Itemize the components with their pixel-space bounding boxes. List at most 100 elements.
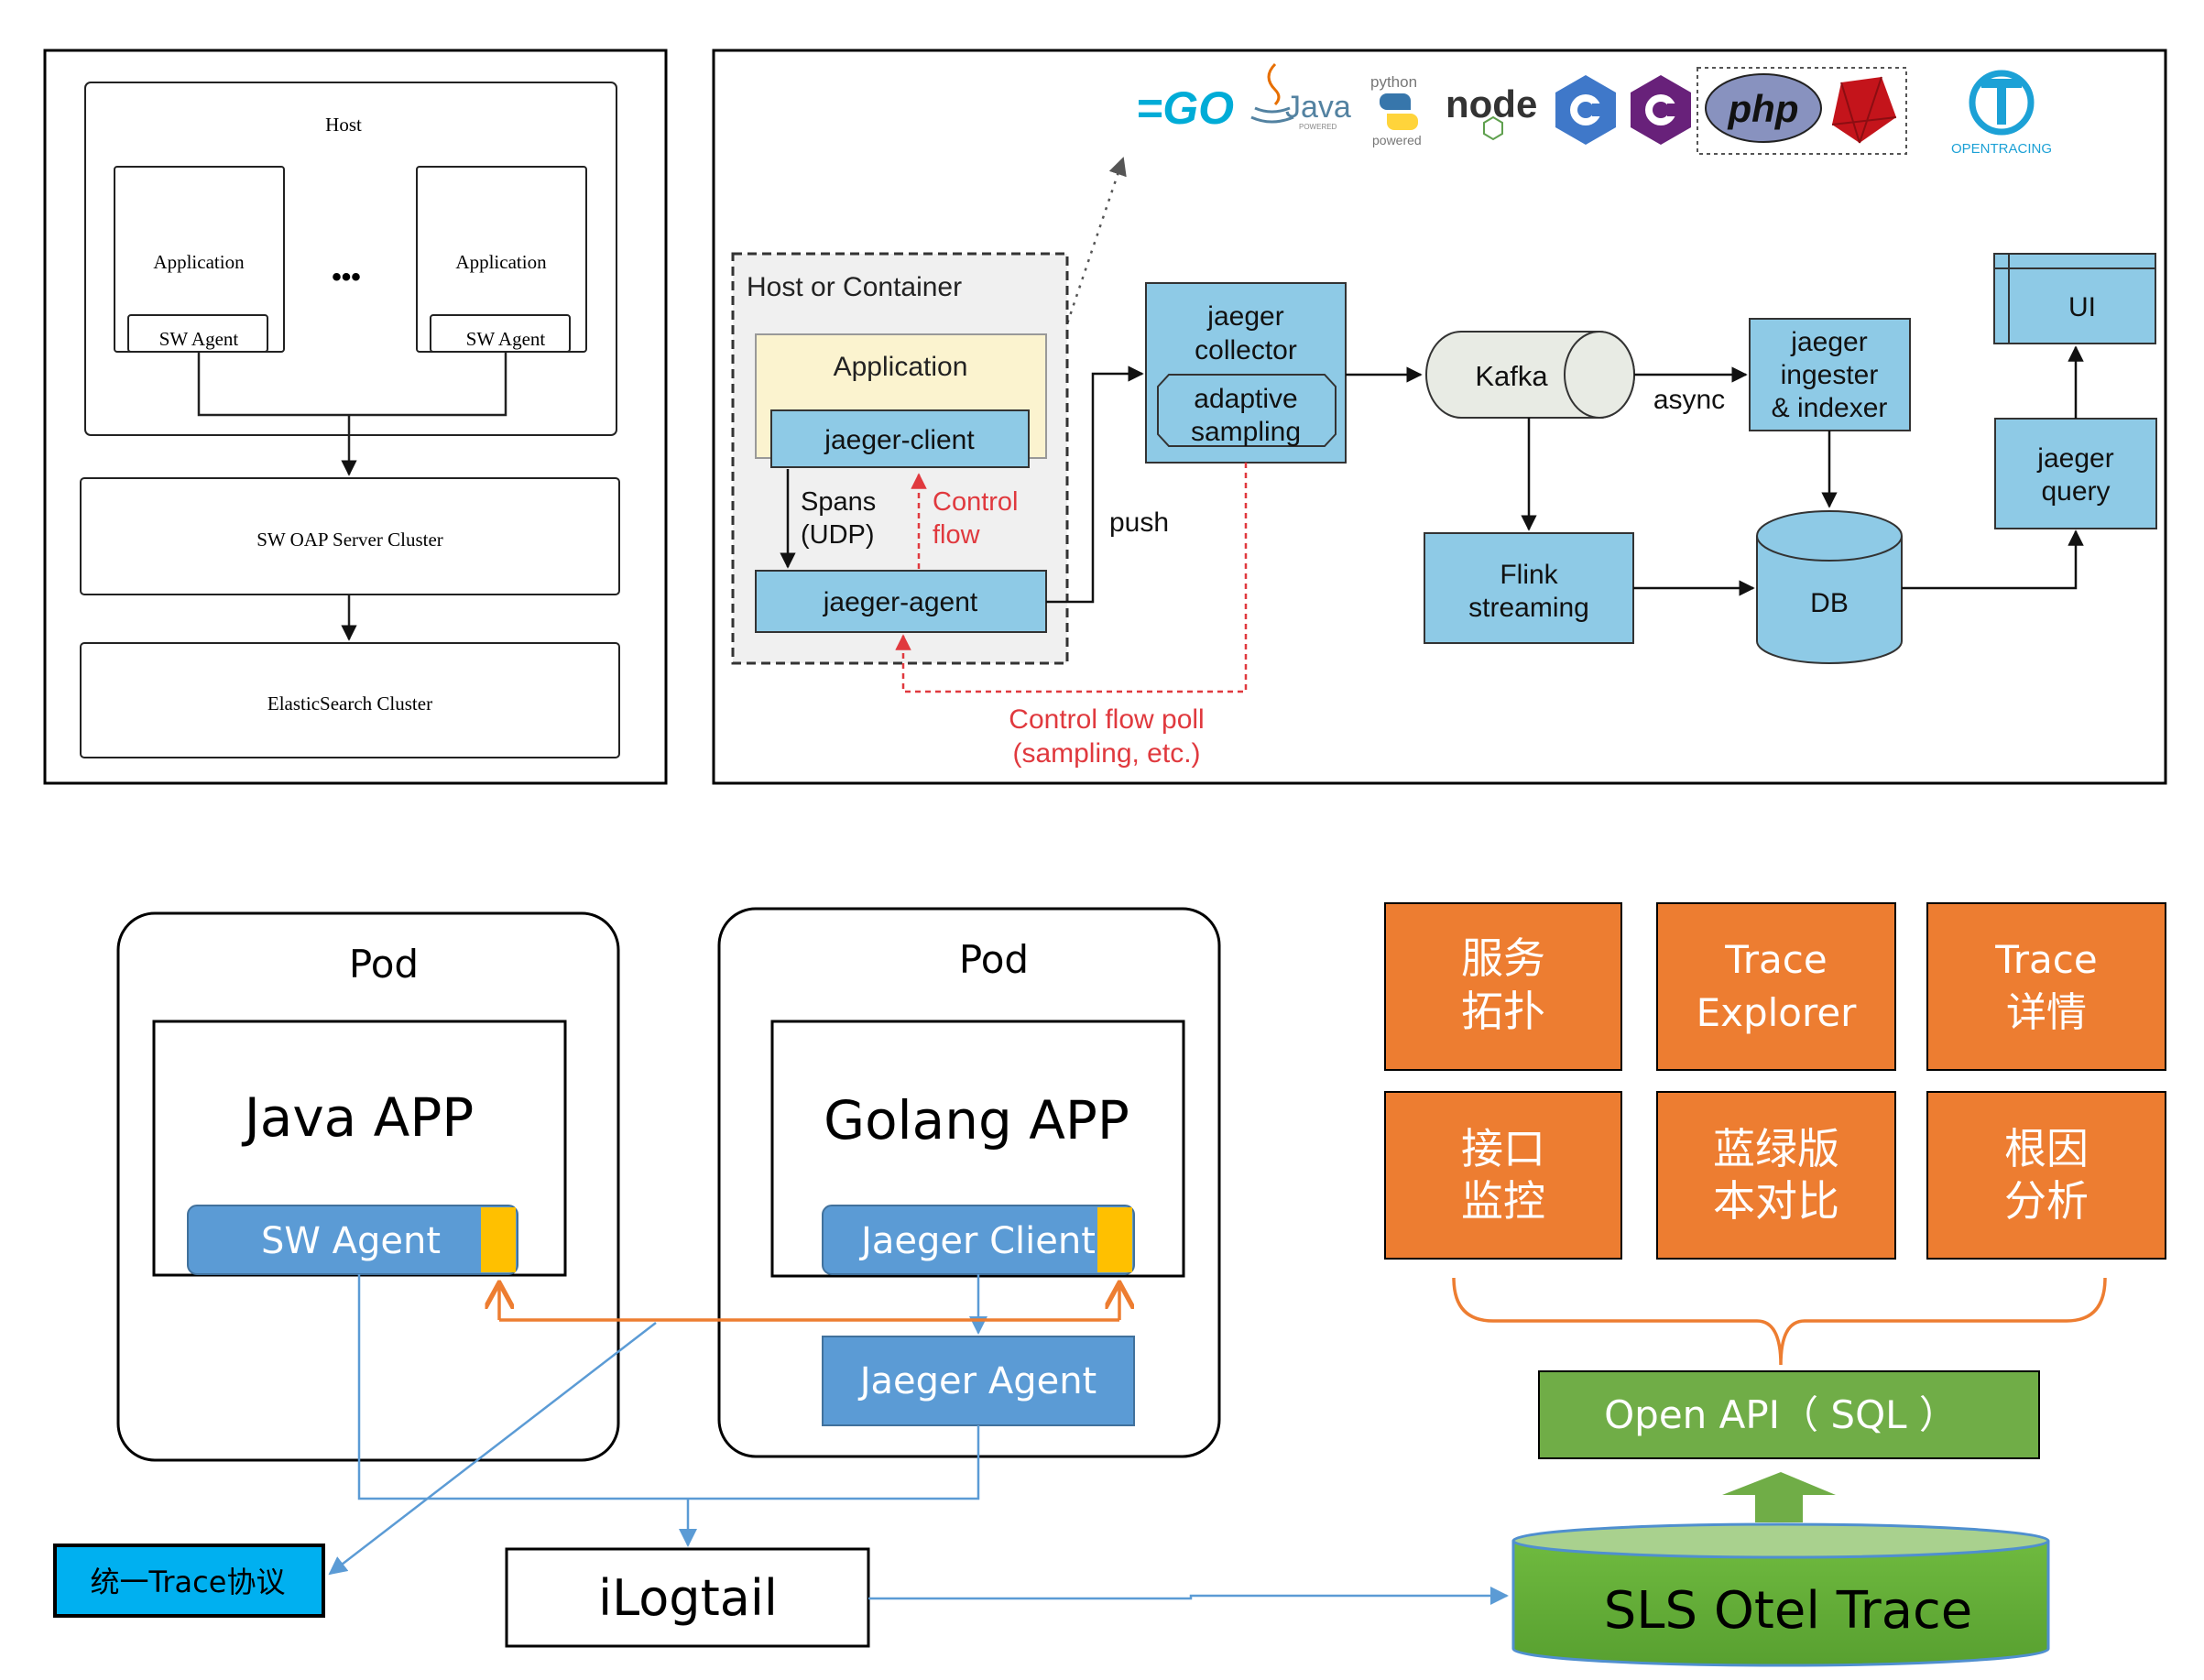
async-label: async <box>1653 385 1725 415</box>
sw-agent-right-box <box>430 314 571 353</box>
feature-tile-trace-detail[interactable] <box>1926 902 2166 1071</box>
python-logo-icon: python powered <box>1370 73 1422 147</box>
db-label: DB <box>1810 588 1849 618</box>
open-api-label: Open API（ SQL ） <box>1604 1392 1958 1437</box>
sls-cylinder-top <box>1511 1522 2050 1559</box>
feature-tile-service-topology[interactable] <box>1384 902 1622 1071</box>
java-app-label: Java APP <box>242 1086 475 1149</box>
sampling-label-line1: adaptive <box>1194 384 1297 414</box>
feature-trace-explorer-line1: Trace <box>1724 937 1827 982</box>
jaeger-ingester-box <box>1749 318 1911 431</box>
kafka-queue-end <box>1564 331 1635 419</box>
feature-tile-trace-explorer[interactable] <box>1656 902 1896 1071</box>
jaeger-client-label-bottom: Jaeger Client <box>858 1220 1096 1262</box>
db-to-query-arrow <box>1902 529 2084 590</box>
jaeger-query-box <box>1994 418 2157 529</box>
push-arrow <box>1046 365 1144 604</box>
svg-text:Java: Java <box>1285 90 1351 125</box>
application-left-label: Application <box>153 251 245 273</box>
feature-service-topology-line2: 拓扑 <box>1461 987 1545 1036</box>
sls-to-api-arrow <box>1722 1472 1836 1522</box>
php-logo-icon: php <box>1705 73 1822 143</box>
agents-join-line <box>197 352 507 417</box>
ilogtail-label: iLogtail <box>598 1569 778 1627</box>
svg-text:python: python <box>1370 73 1417 91</box>
control-flow-label-line1: Control <box>933 487 1019 517</box>
control-flow-poll-arrow <box>895 463 1248 693</box>
feature-service-topology-line1: 服务 <box>1461 933 1545 983</box>
feature-tile-blue-green-compare[interactable] <box>1656 1091 1896 1260</box>
unified-trace-protocol-box <box>53 1544 325 1618</box>
sw-agent-left-label: SW Agent <box>159 328 239 350</box>
ingester-label-line1: jaeger <box>1790 327 1867 357</box>
ingester-label-line2: ingester <box>1781 360 1879 390</box>
kafka-label: Kafka <box>1475 360 1548 392</box>
control-flow-poll-line2: (sampling, etc.) <box>1012 738 1200 769</box>
sw-agent-yellow-tab <box>481 1207 516 1272</box>
jaeger-agent-label: jaeger-agent <box>823 587 978 617</box>
collector-label-line2: collector <box>1195 335 1297 365</box>
flink-streaming-box <box>1424 532 1634 644</box>
feature-trace-detail-line1: Trace <box>1994 937 2097 982</box>
language-logos: =GO Java POWERED python powered node <box>1136 62 2052 157</box>
application-label: Application <box>834 352 968 382</box>
architecture-panel: Pod Pod Java APP SW Agent Golang APP Jae… <box>53 902 2166 1667</box>
skywalking-panel: Host Application SW Agent ••• Applicatio… <box>43 49 668 785</box>
feature-api-monitoring-line2: 监控 <box>1461 1176 1545 1226</box>
jaeger-agent-box <box>755 570 1047 633</box>
host-label: Host <box>325 114 362 136</box>
ui-label: UI <box>2068 292 2096 322</box>
host-or-container-label: Host or Container <box>747 272 962 302</box>
java-logo-icon: Java POWERED <box>1250 62 1351 131</box>
jaeger-client-yellow-tab <box>1097 1207 1132 1272</box>
push-label: push <box>1109 507 1169 538</box>
open-api-box <box>1538 1370 2040 1459</box>
csharp-logo-icon <box>1555 75 1616 145</box>
spans-label-line2: (UDP) <box>801 520 875 550</box>
arrow-to-unified-protocol <box>328 1322 657 1576</box>
query-label-line2: query <box>2041 476 2110 507</box>
ingester-label-line3: & indexer <box>1772 393 1888 423</box>
svg-text:php: php <box>1728 87 1799 130</box>
feature-tile-api-monitoring[interactable] <box>1384 1091 1622 1260</box>
agents-to-ilogtail-line <box>357 1274 980 1500</box>
application-right-label: Application <box>455 251 547 273</box>
features-brace <box>1452 1277 2107 1366</box>
go-logo-icon: =GO <box>1136 82 1234 134</box>
sw-agent-box <box>187 1205 518 1275</box>
jaeger-client-label: jaeger-client <box>824 425 975 455</box>
feature-trace-detail-line2: 详情 <box>2006 989 2087 1036</box>
jaeger-panel: =GO Java POWERED python powered node <box>712 49 2167 785</box>
nodejs-logo-icon: node <box>1446 82 1537 141</box>
golang-app-label: Golang APP <box>824 1089 1129 1151</box>
sampling-label-line2: sampling <box>1191 417 1301 447</box>
cplusplus-logo-icon <box>1631 75 1691 145</box>
sls-otel-trace-cylinder <box>1511 1541 2050 1667</box>
sls-otel-trace-label: SLS Otel Trace <box>1604 1581 1973 1641</box>
flink-label-line1: Flink <box>1500 560 1558 590</box>
sw-agent-right-label: SW Agent <box>466 328 546 350</box>
pod-right-label: Pod <box>959 937 1029 982</box>
control-flow-label-line2: flow <box>933 520 981 550</box>
jaeger-client-box <box>770 409 1030 468</box>
unified-trace-protocol-label: 统一Trace协议 <box>91 1565 286 1599</box>
oap-cluster-label: SW OAP Server Cluster <box>256 529 443 551</box>
ilogtail-to-sls-arrow <box>868 1587 1509 1605</box>
ruby-logo-icon <box>1831 76 1897 144</box>
svg-text:powered: powered <box>1372 133 1422 147</box>
ellipsis-text: ••• <box>332 262 361 292</box>
spans-label-line1: Spans <box>801 487 876 517</box>
pod-left-label: Pod <box>349 942 419 987</box>
db-cylinder <box>1756 536 1903 664</box>
control-flow-poll-line1: Control flow poll <box>1009 704 1204 735</box>
flink-label-line2: streaming <box>1468 593 1589 623</box>
feature-root-cause-line2: 分析 <box>2004 1176 2089 1226</box>
query-label-line1: jaeger <box>2036 443 2113 474</box>
feature-trace-explorer-line2: Explorer <box>1697 990 1858 1035</box>
opentracing-logo-icon: OPENTRACING <box>1951 70 2052 157</box>
feature-api-monitoring-line1: 接口 <box>1461 1124 1545 1173</box>
adaptive-sampling-box <box>1157 374 1337 447</box>
feature-tiles: 服务 拓扑 Trace Explorer Trace 详情 接口 监控 蓝绿版 … <box>1384 902 2166 1260</box>
feature-tile-root-cause[interactable] <box>1926 1091 2166 1260</box>
